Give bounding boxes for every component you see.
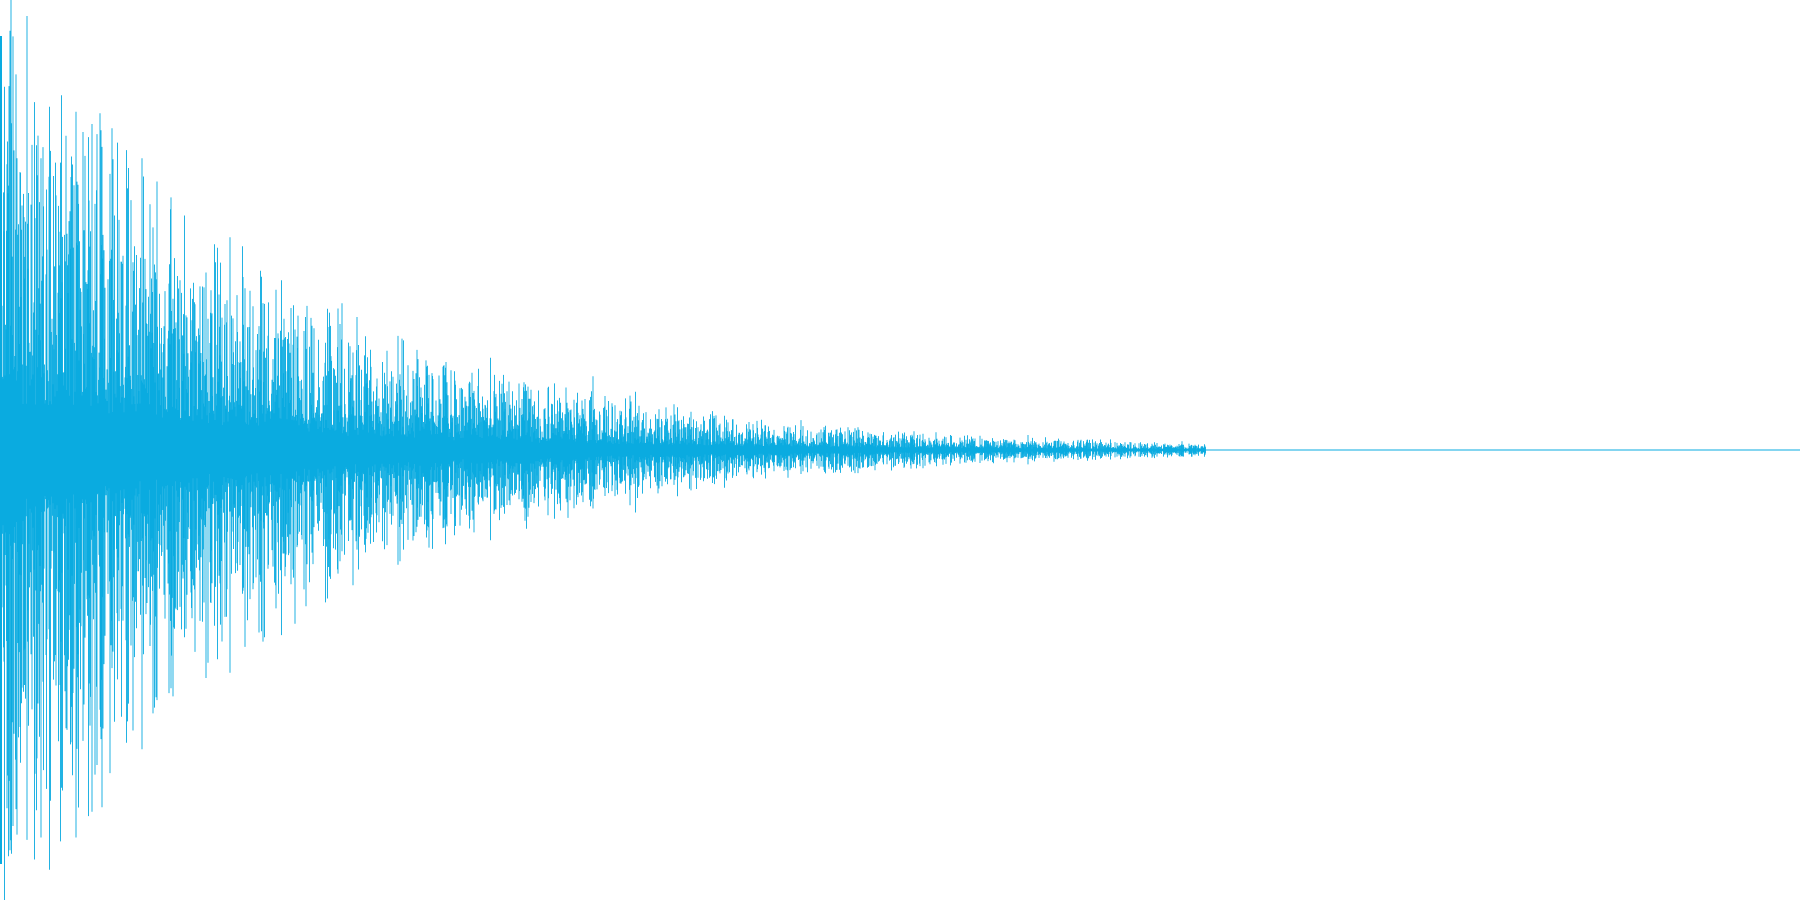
waveform-onset-bar: [0, 36, 2, 864]
waveform-envelope: [0, 0, 1206, 900]
